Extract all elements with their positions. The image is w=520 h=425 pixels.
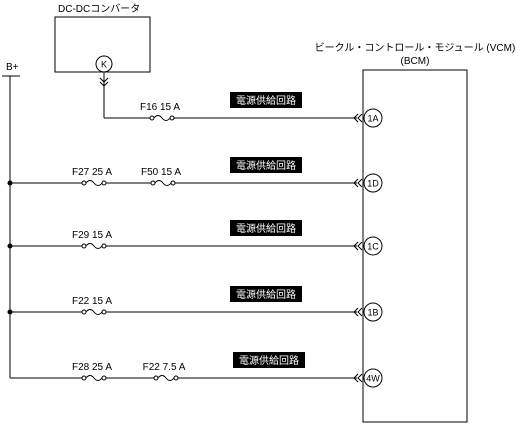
dcdc-title: DC-DCコンバータ (58, 3, 140, 15)
fuse-label: F22 15 A (72, 296, 112, 307)
circuit-tag-label: 電源供給回路 (239, 354, 299, 367)
fuse-terminal (81, 375, 87, 381)
connector-arrow (353, 307, 363, 317)
circuit-1C: F29 15 A 1C 電源供給回路 (7, 220, 383, 256)
circuit-tag-box (230, 220, 302, 236)
circuits: F16 15 A 1A 電源供給回路 F27 25 A F50 15 A 1D 電源供給回路… (7, 92, 383, 388)
connector-arrow (353, 241, 363, 251)
circuit-tag-label: 電源供給回路 (236, 159, 296, 172)
fuse-terminal (170, 180, 176, 186)
fuse-symbol (154, 180, 172, 186)
pin-label: 1B (367, 308, 378, 318)
pin-connector (363, 236, 383, 256)
bus-junction (7, 309, 13, 315)
bus-junction (7, 180, 13, 186)
fuse-symbol (85, 243, 103, 249)
pin-connector (363, 302, 383, 322)
connector-arrow (353, 178, 363, 188)
connector-arrow (353, 373, 363, 383)
fuse-terminal (149, 115, 155, 121)
circuit-4W: F28 25 A F22 7.5 A 4W 電源供給回路 (10, 352, 383, 388)
fuse-label: F29 15 A (72, 230, 112, 241)
fuse-terminal (150, 180, 156, 186)
pin-label: 1D (367, 179, 379, 189)
bplus-label: B+ (6, 62, 19, 73)
circuit-tag-box (230, 92, 302, 108)
fuse-symbol (157, 375, 175, 381)
pin-connector (363, 173, 383, 193)
circuit-tag-box (230, 157, 302, 173)
fuse-label: F28 25 A (72, 362, 112, 373)
fuse-terminal (101, 180, 107, 186)
circuit-tag-label: 電源供給回路 (236, 94, 296, 107)
circuit-tag-label: 電源供給回路 (236, 222, 296, 235)
pin-connector (363, 108, 383, 128)
circuit-1A: F16 15 A 1A 電源供給回路 (104, 92, 383, 128)
circuit-tag-box (230, 286, 302, 302)
pin-label: 1C (367, 242, 379, 252)
fuse-terminal (101, 243, 107, 249)
bus-junction (7, 243, 13, 249)
dcdc-connector-label: K (101, 60, 107, 70)
fuse-terminal (101, 309, 107, 315)
vcm-subtitle: (BCM) (401, 56, 430, 67)
fuse-symbol (85, 180, 103, 186)
pin-connector (363, 368, 383, 388)
circuit-tag-box (233, 352, 305, 368)
circuit-1D: F27 25 A F50 15 A 1D 電源供給回路 (7, 157, 383, 193)
fuse-label: F16 15 A (140, 102, 180, 113)
fuse-symbol (85, 375, 103, 381)
fuse-label: F27 25 A (72, 167, 112, 178)
fuse-symbol (85, 309, 103, 315)
circuit-1B: F22 15 A 1B 電源供給回路 (7, 286, 383, 322)
fuse-terminal (81, 243, 87, 249)
fuse-terminal (81, 309, 87, 315)
fuse-symbol (153, 115, 171, 121)
fuse-terminal (173, 375, 179, 381)
pin-label: 1A (367, 114, 378, 124)
pin-label: 4W (366, 374, 380, 384)
fuse-terminal (153, 375, 159, 381)
vcm-title: ビークル・コントロール・モジュール (VCM) (315, 42, 516, 54)
connector-arrow (353, 113, 363, 123)
fuse-terminal (81, 180, 87, 186)
fuse-label: F50 15 A (141, 167, 181, 178)
fuse-terminal (101, 375, 107, 381)
vcm-box (362, 69, 468, 423)
fuse-terminal (169, 115, 175, 121)
fuse-label: F22 7.5 A (143, 362, 186, 373)
circuit-tag-label: 電源供給回路 (236, 288, 296, 301)
